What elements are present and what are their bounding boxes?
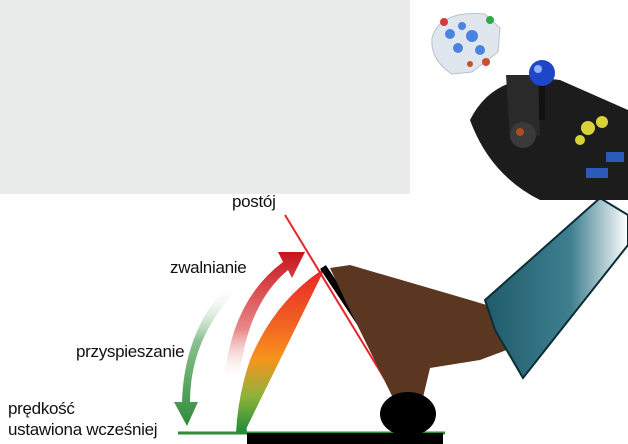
label-preset-speed: prędkość ustawiona wcześniej	[8, 398, 157, 440]
label-slowing: zwalnianie	[170, 258, 246, 278]
joystick-photo	[410, 0, 628, 200]
label-preset-speed-line1: prędkość	[8, 398, 157, 419]
pedal-range-sector-fill	[236, 268, 325, 433]
label-accelerating: przyspieszanie	[76, 342, 184, 362]
shoe-heel	[380, 392, 436, 436]
leg	[485, 198, 628, 378]
label-preset-speed-line2: ustawiona wcześniej	[8, 419, 157, 440]
label-stop: postój	[232, 192, 276, 212]
